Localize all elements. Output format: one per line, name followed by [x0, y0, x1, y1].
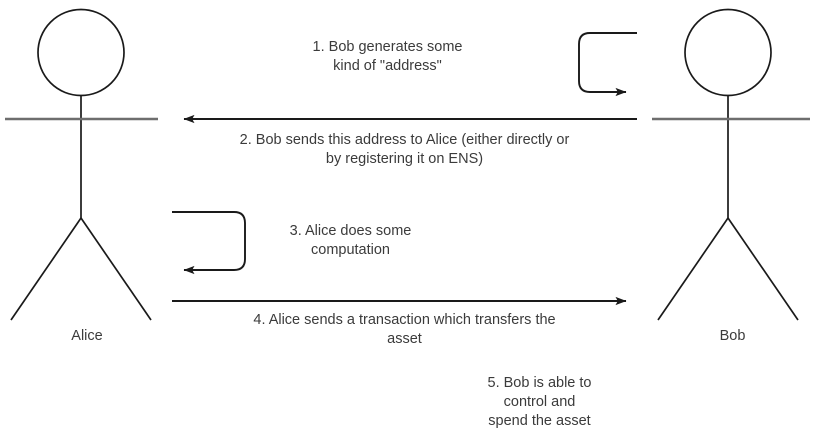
bob-head-icon [684, 8, 772, 97]
alice-leg-left [10, 217, 82, 321]
actor-figure-alice [5, 8, 158, 321]
actor-label-alice: Alice [71, 328, 103, 344]
bob-leg-left [657, 217, 729, 321]
message-3-self-loop-arrow [172, 211, 246, 275]
actor-figure-bob [652, 8, 810, 321]
bob-leg-right [727, 217, 799, 321]
message-4-label: 4. Alice sends a transaction which trans… [253, 312, 556, 347]
alice-head-icon [37, 8, 125, 97]
alice-leg-right [80, 217, 152, 321]
message-1-label: 1. Bob generates some kind of "address" [312, 39, 463, 74]
message-1-self-loop-arrow [578, 32, 637, 97]
message-5-label: 5. Bob is able to control and spend the … [487, 375, 592, 429]
actor-label-bob: Bob [719, 328, 746, 344]
message-3-label: 3. Alice does some computation [289, 223, 412, 258]
message-2-label: 2. Bob sends this address to Alice (eith… [239, 132, 570, 167]
